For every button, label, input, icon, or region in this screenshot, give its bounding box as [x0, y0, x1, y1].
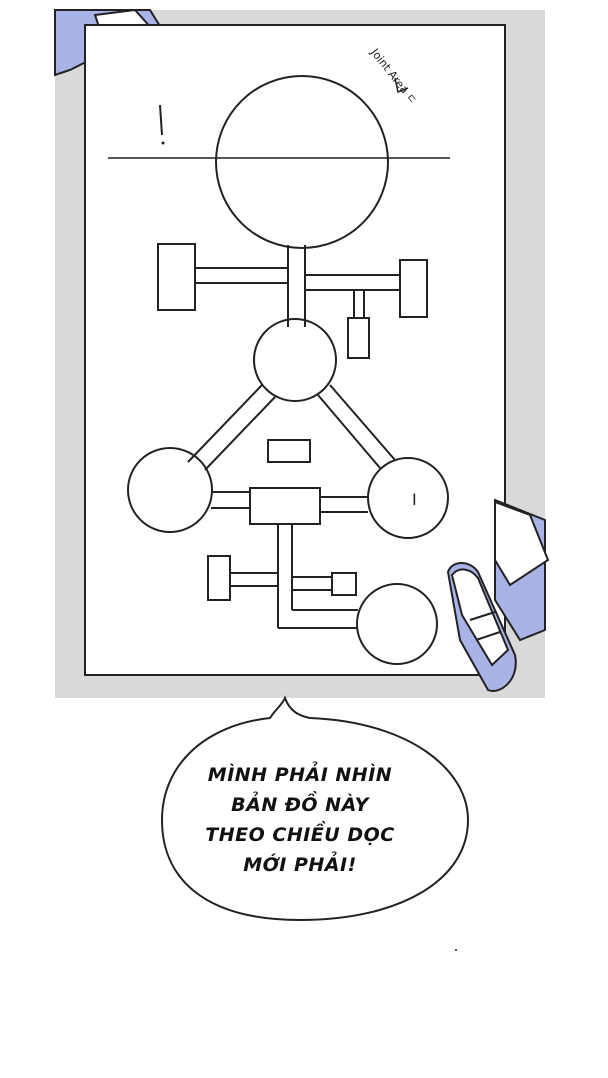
- map-corridor: [292, 576, 332, 591]
- map-room-top: [215, 75, 389, 249]
- speech-line: MỚI PHẢI!: [243, 854, 357, 876]
- map-room-center: [267, 439, 311, 463]
- map-corridor: [317, 384, 396, 469]
- map-corridor: [287, 245, 306, 327]
- speech-line: BẢN ĐỒ NÀY: [231, 794, 369, 816]
- speech-line: MÌNH PHẢI NHÌN: [207, 764, 393, 786]
- speech-bubble: [160, 695, 470, 922]
- map-corridor: [278, 609, 358, 629]
- map-corridor: [320, 496, 368, 513]
- arrow-icon: [394, 77, 409, 94]
- map-room-left: [157, 243, 196, 311]
- map-corridor: [211, 491, 250, 509]
- map-room-hub: [249, 487, 321, 525]
- map-corridor: [353, 290, 365, 318]
- pen-mark: [159, 104, 163, 136]
- map-corridor: [277, 524, 293, 628]
- map-room-right: [399, 259, 428, 318]
- map-room-bottom-small: [331, 572, 357, 596]
- speech-bubble-text: MÌNH PHẢI NHÌN BẢN ĐỒ NÀY THEO CHIỀU DỌC…: [170, 760, 430, 880]
- ink-dot: [455, 949, 457, 951]
- map-room-bottom-right: [356, 583, 438, 665]
- speech-line: THEO CHIỀU DỌC: [205, 824, 395, 846]
- map-corridor: [230, 572, 278, 587]
- map-room-middle: [253, 318, 337, 402]
- map-corridor: [195, 267, 288, 284]
- map-room-bottom-left: [207, 555, 231, 601]
- map-paper: [84, 24, 506, 676]
- right-glove-icon: [446, 498, 550, 692]
- map-room-lower-left: [127, 447, 213, 533]
- pen-dot: [161, 141, 165, 145]
- map-room-small: [347, 317, 370, 359]
- map-room-label: I: [412, 490, 417, 509]
- map-corridor: [305, 274, 400, 291]
- map-corridor: [187, 384, 276, 471]
